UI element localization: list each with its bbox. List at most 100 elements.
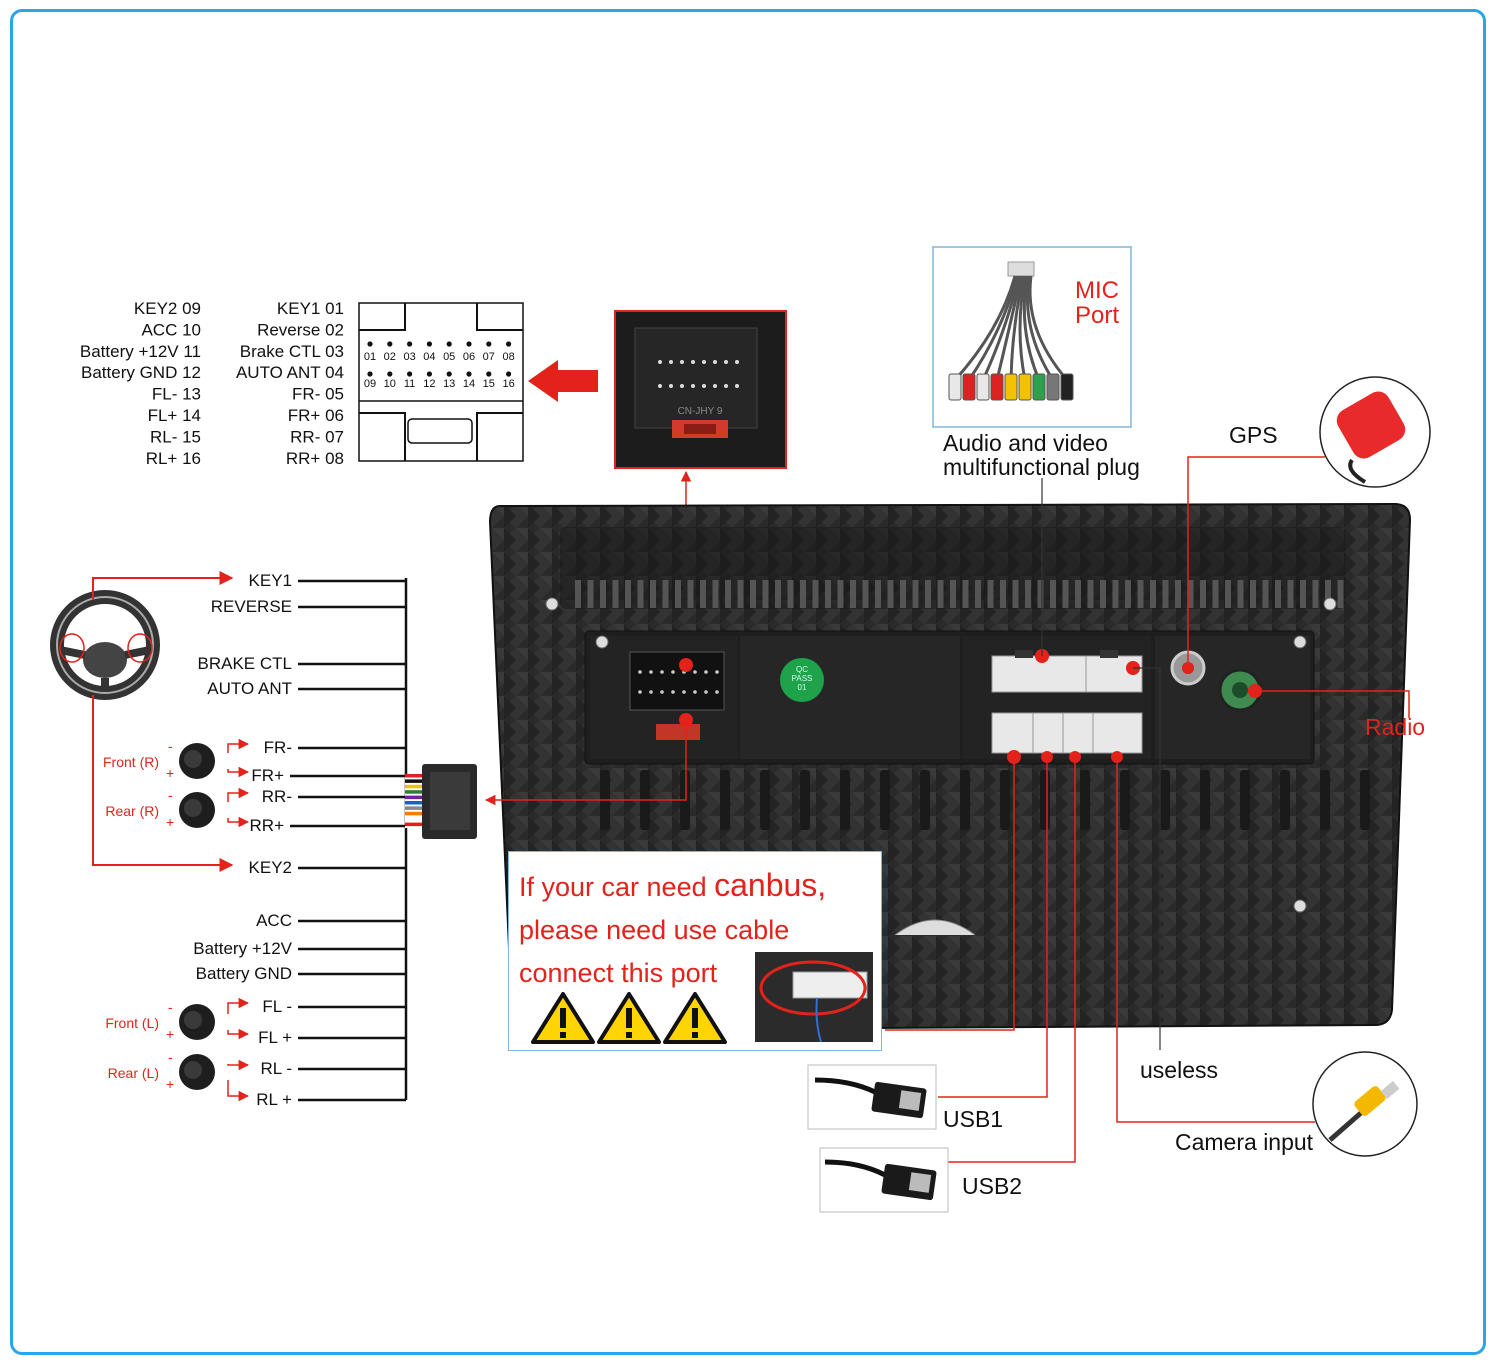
vent-fin bbox=[700, 580, 706, 608]
pin-number: 11 bbox=[404, 378, 415, 390]
vent-fin bbox=[962, 580, 969, 608]
connector-marking: CN-JHY 9 bbox=[678, 406, 723, 417]
harness-wire-label: RR+ bbox=[250, 816, 285, 835]
speaker-label: Rear (R) bbox=[105, 803, 159, 819]
steering-red-lines bbox=[92, 571, 234, 872]
pin-number: 10 bbox=[384, 378, 396, 390]
warning-icons bbox=[531, 992, 727, 1044]
pin-dot bbox=[715, 690, 719, 694]
pin-number: 05 bbox=[443, 351, 455, 363]
plug-wire bbox=[405, 795, 425, 800]
plug-wire bbox=[405, 801, 425, 805]
pin-dot bbox=[691, 384, 695, 388]
harness-wire-label: REVERSE bbox=[211, 597, 292, 616]
canbus-port-photo bbox=[755, 952, 873, 1042]
vent-fin bbox=[937, 580, 944, 608]
pin-dot bbox=[682, 690, 686, 694]
screw bbox=[1293, 635, 1307, 649]
camera-rca-photo bbox=[1312, 1051, 1418, 1157]
vent-fin bbox=[1187, 580, 1194, 608]
harness-plug bbox=[405, 764, 477, 839]
vent-fin bbox=[662, 580, 669, 608]
pin-dot bbox=[506, 371, 512, 377]
rca-plug bbox=[990, 373, 1004, 401]
vent-fin bbox=[1237, 580, 1244, 608]
speaker-lead bbox=[227, 1080, 250, 1102]
av-wire bbox=[1028, 275, 1069, 381]
warning-icon bbox=[531, 992, 595, 1044]
vent-fin bbox=[712, 580, 719, 608]
plug-wire bbox=[405, 790, 425, 794]
vent-fin bbox=[1200, 580, 1206, 608]
vent-fin bbox=[950, 580, 956, 608]
radio-label: Radio bbox=[1365, 714, 1425, 740]
pin-dot bbox=[713, 384, 717, 388]
speaker-cone bbox=[184, 799, 202, 817]
harness-wire-label: BRAKE CTL bbox=[198, 654, 292, 673]
vent-fin bbox=[887, 580, 894, 608]
speaker-lead bbox=[227, 738, 250, 753]
pin-dot bbox=[704, 690, 708, 694]
connector-photo: CN-JHY 9 bbox=[614, 310, 787, 469]
vent-fin bbox=[1175, 580, 1181, 608]
pin-dot bbox=[693, 690, 697, 694]
canbus-line1: If your car need bbox=[519, 872, 715, 902]
vent-fin bbox=[725, 580, 731, 608]
rca-plug bbox=[962, 373, 976, 401]
vent-fin bbox=[1075, 580, 1081, 608]
vent-fin bbox=[862, 580, 869, 608]
vent-fin bbox=[575, 580, 581, 608]
plug-wire bbox=[405, 822, 425, 827]
pinout-label: Battery +12V 11 bbox=[80, 342, 201, 361]
speaker-label: Front (R) bbox=[103, 754, 159, 770]
vent-fin bbox=[840, 770, 850, 830]
vent-fin bbox=[900, 580, 906, 608]
vent-fin bbox=[720, 770, 730, 830]
vent-fin bbox=[1320, 770, 1330, 830]
pin-number: 04 bbox=[423, 351, 435, 363]
harness-lines bbox=[290, 578, 408, 1102]
rca-plug bbox=[1060, 373, 1074, 401]
vent-fin bbox=[1137, 580, 1144, 608]
rca-plug bbox=[1004, 373, 1018, 401]
vent-fin bbox=[625, 580, 631, 608]
av-plug-label-1: Audio and video bbox=[943, 430, 1108, 456]
vent-fin bbox=[800, 770, 810, 830]
leader-lines bbox=[484, 330, 1410, 1163]
vent-fin bbox=[1337, 580, 1344, 608]
pin-number: 13 bbox=[443, 378, 455, 390]
pin-dot bbox=[638, 670, 642, 674]
av-wire bbox=[967, 275, 1019, 381]
vent-fin bbox=[587, 580, 594, 608]
red-arrow-left bbox=[528, 360, 598, 402]
rca-plug bbox=[976, 373, 990, 401]
pin-dot bbox=[446, 341, 452, 347]
av-wire bbox=[995, 275, 1023, 381]
gps-label: GPS bbox=[1229, 422, 1278, 448]
speaker-lead bbox=[227, 816, 250, 828]
pinout-label: KEY2 09 bbox=[134, 299, 201, 318]
pinout-label: Battery GND 12 bbox=[81, 363, 201, 382]
vent-fin bbox=[1275, 580, 1281, 608]
warning-icon bbox=[663, 992, 727, 1044]
vent-fin bbox=[1287, 580, 1294, 608]
rca-plug bbox=[1032, 373, 1046, 401]
vent-fin bbox=[1225, 580, 1231, 608]
polarity-minus: - bbox=[168, 999, 173, 1015]
pin-dot bbox=[658, 360, 662, 364]
usb1-photo bbox=[807, 1064, 937, 1130]
pin-dot bbox=[669, 360, 673, 364]
pinout-label: FL- 13 bbox=[152, 385, 201, 404]
pin-dot bbox=[658, 384, 662, 388]
polarity-plus: + bbox=[166, 1026, 174, 1042]
pin-dot bbox=[680, 384, 684, 388]
vent-fin bbox=[875, 580, 881, 608]
usb2-label: USB2 bbox=[962, 1173, 1022, 1199]
vent-fin bbox=[987, 580, 994, 608]
pin-dot bbox=[691, 360, 695, 364]
pin-number: 01 bbox=[364, 351, 376, 363]
pin-number: 08 bbox=[502, 351, 514, 363]
canbus-emphasis: canbus, bbox=[714, 867, 827, 903]
pin-dot bbox=[693, 670, 697, 674]
